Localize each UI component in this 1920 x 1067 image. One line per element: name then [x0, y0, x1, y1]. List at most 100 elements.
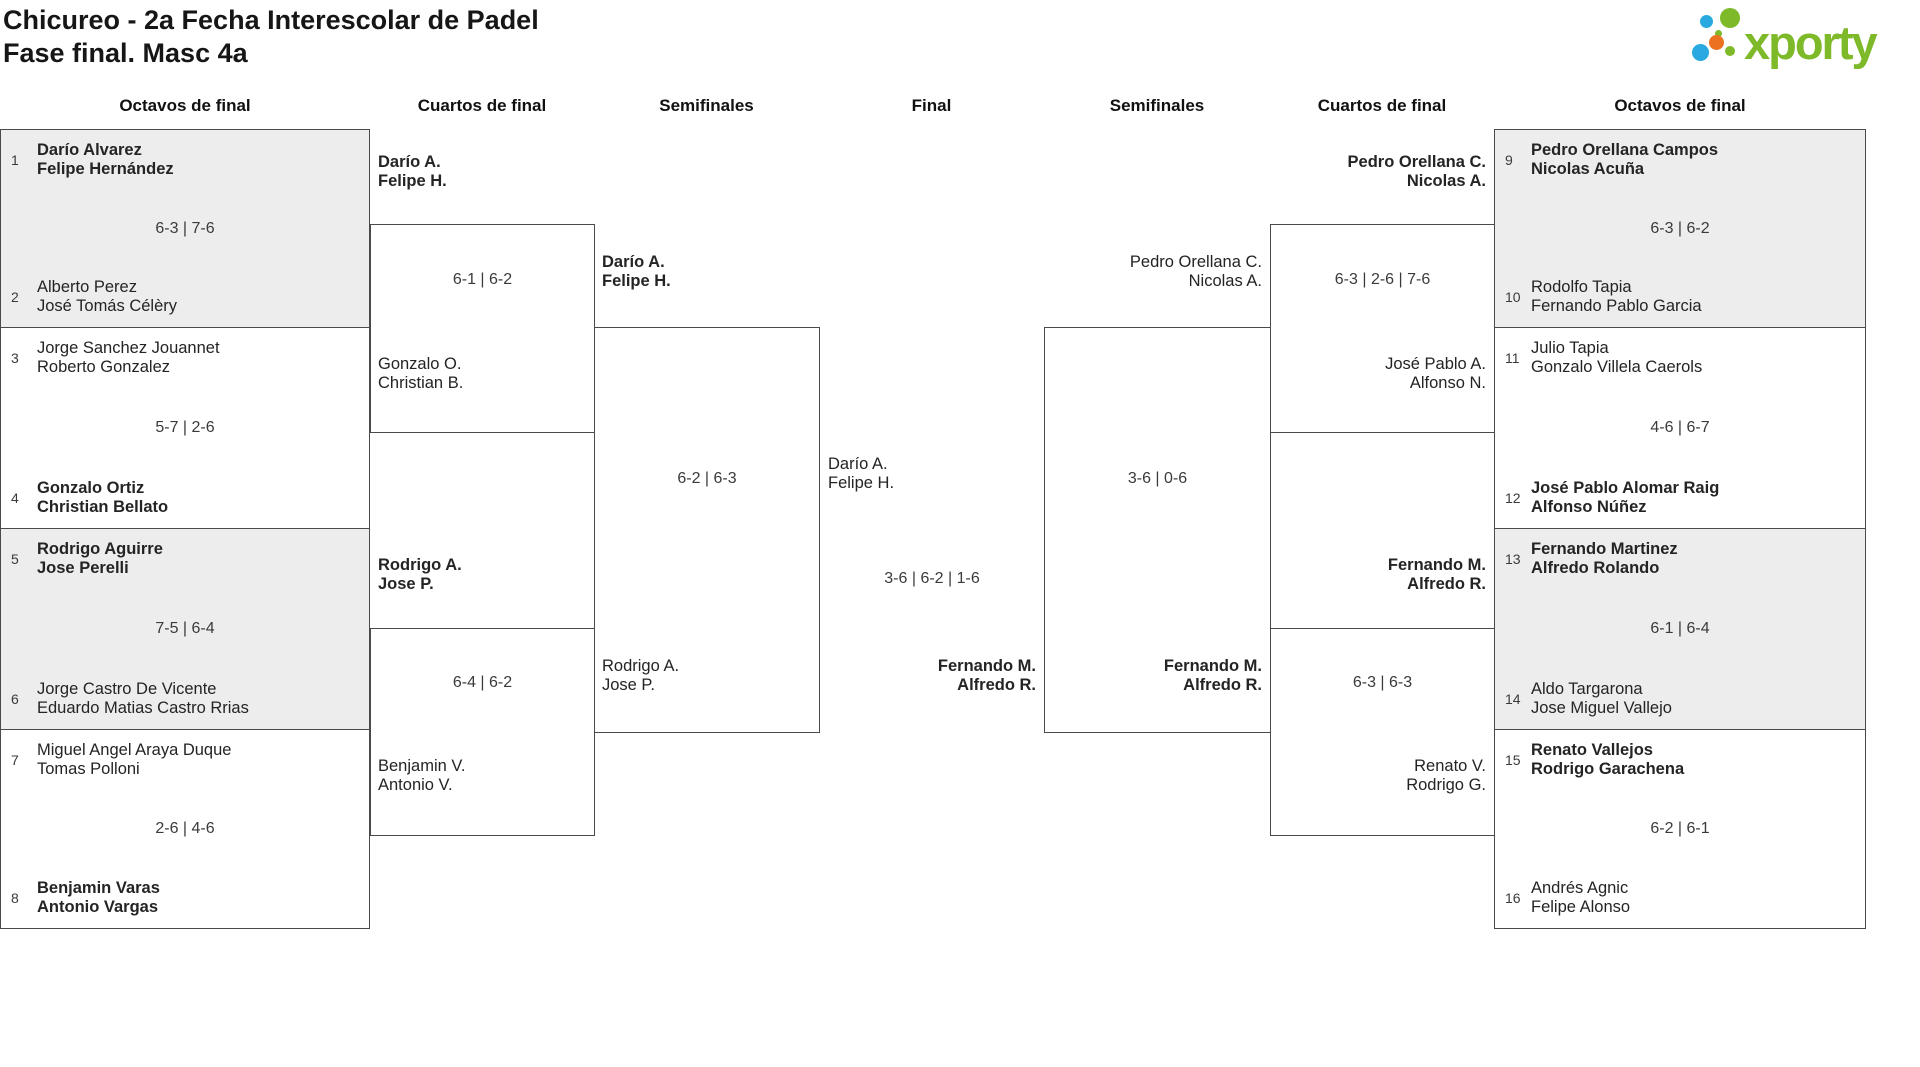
bracket-frame-cuartos-right-2 — [1270, 628, 1495, 836]
match-score: 7-5 | 6-4 — [155, 620, 215, 637]
seed-number: 1 — [11, 151, 19, 168]
match-score-cuartos-left-2: 6-4 | 6-2 — [452, 674, 513, 691]
player-name: Jose P. — [602, 676, 655, 694]
player-name: Eduardo Matias Castro Rrias — [37, 698, 249, 717]
match-score: 6-3 | 6-2 — [1650, 219, 1710, 237]
team-label-cuartos-right-2a: Fernando M. Alfredo R. — [1388, 556, 1486, 594]
player-name: Gonzalo O. — [378, 355, 462, 373]
player-name: Nicolas Acuña — [1531, 159, 1645, 178]
seed-number: 16 — [1505, 889, 1521, 906]
player-name: Jorge Sanchez Jouannet — [37, 339, 220, 357]
match-score-semi-left: 6-2 | 6-3 — [677, 470, 737, 487]
player-name: Julio Tapia — [1531, 339, 1609, 357]
match-score-cuartos-right-2: 6-3 | 6-3 — [1352, 674, 1413, 691]
player-name: Rodolfo Tapia — [1531, 278, 1632, 296]
team-slot: 13 Fernando Martinez Alfredo Rolando — [1495, 540, 1859, 577]
seed-number: 2 — [11, 288, 19, 305]
player-name: Nicolas A. — [1406, 172, 1486, 190]
team-slot: 6 Jorge Castro De Vicente Eduardo Matias… — [1, 680, 363, 717]
player-name: Felipe H. — [828, 474, 895, 492]
team-label-cuartos-right-2b: Renato V. Rodrigo G. — [1406, 757, 1486, 795]
player-name: Alberto Perez — [37, 278, 137, 296]
player-name: Rodrigo Garachena — [1531, 759, 1685, 778]
team-names: Andrés Agnic Felipe Alonso — [1531, 879, 1630, 916]
bracket-frame-cuartos-left-1 — [370, 224, 595, 433]
player-name: Pedro Orellana C. — [1129, 253, 1262, 271]
player-name: Alfonso Núñez — [1531, 497, 1647, 516]
logo-dot-orange — [1709, 35, 1724, 50]
player-name: Fernando M. — [1387, 556, 1486, 574]
player-name: Pedro Orellana C. — [1347, 153, 1486, 171]
team-slot: 11 Julio Tapia Gonzalo Villela Caerols — [1495, 339, 1859, 376]
match-box-octavos-1: 1 Darío Alvarez Felipe Hernández 6-3 | 7… — [0, 129, 370, 328]
bracket-frame-semi-right — [1044, 327, 1271, 733]
round-header-semis-left: Semifinales — [659, 96, 754, 115]
player-name: Jose Perelli — [37, 558, 129, 577]
player-name: Alfredo Rolando — [1531, 558, 1660, 577]
team-names: Pedro Orellana Campos Nicolas Acuña — [1531, 141, 1718, 178]
player-name: Renato Vallejos — [1531, 741, 1653, 759]
team-label-cuartos-left-2a: Rodrigo A. Jose P. — [378, 556, 462, 594]
player-name: Antonio V. — [378, 776, 453, 794]
seed-number: 8 — [11, 889, 19, 906]
player-name: Darío Alvarez — [37, 141, 142, 159]
player-name: Aldo Targarona — [1531, 680, 1643, 698]
player-name: Darío A. — [828, 455, 888, 473]
player-name: Renato V. — [1414, 757, 1486, 775]
player-name: Rodrigo Aguirre — [37, 540, 163, 558]
seed-number: 11 — [1505, 349, 1520, 366]
seed-number: 12 — [1505, 489, 1521, 506]
match-score: 4-6 | 6-7 — [1650, 419, 1710, 436]
team-names: Renato Vallejos Rodrigo Garachena — [1531, 741, 1684, 778]
team-slot: 3 Jorge Sanchez Jouannet Roberto Gonzale… — [1, 339, 363, 376]
player-name: Felipe Hernández — [37, 159, 174, 178]
team-names: Darío Alvarez Felipe Hernández — [37, 141, 174, 178]
player-name: José Tomás Célèry — [37, 296, 178, 315]
team-slot: 12 José Pablo Alomar Raig Alfonso Núñez — [1495, 479, 1859, 516]
player-name: Christian Bellato — [37, 497, 169, 516]
player-name: Alfredo R. — [957, 676, 1036, 694]
seed-number: 13 — [1505, 550, 1521, 567]
player-name: Rodrigo A. — [378, 556, 462, 574]
player-name: Antonio Vargas — [37, 897, 159, 916]
player-name: Darío A. — [378, 153, 441, 171]
bracket-frame-cuartos-left-2 — [370, 628, 595, 836]
team-names: Benjamin Varas Antonio Vargas — [37, 879, 160, 916]
player-name: Fernando M. — [937, 657, 1036, 675]
match-score: 6-3 | 7-6 — [155, 219, 215, 237]
seed-number: 4 — [11, 489, 19, 506]
player-name: Jose Miguel Vallejo — [1531, 698, 1672, 717]
match-score-cuartos-left-1: 6-1 | 6-2 — [452, 271, 513, 288]
logo-dot-blue-small — [1700, 15, 1713, 28]
team-slot: 2 Alberto Perez José Tomás Célèry — [1, 278, 363, 315]
logo-dot-green-small — [1725, 46, 1735, 56]
player-name: Rodrigo A. — [602, 657, 680, 675]
match-box-octavos-8: 15 Renato Vallejos Rodrigo Garachena 6-2… — [1494, 729, 1866, 929]
team-slot: 1 Darío Alvarez Felipe Hernández — [1, 141, 363, 178]
seed-number: 15 — [1505, 751, 1521, 768]
team-label-semi-right-a: Pedro Orellana C. Nicolas A. — [1130, 253, 1262, 291]
match-score: 2-6 | 4-6 — [155, 820, 215, 837]
player-name: Gonzalo Villela Caerols — [1531, 357, 1703, 376]
team-label-final-a: Darío A. Felipe H. — [828, 455, 894, 493]
team-label-cuartos-right-1a: Pedro Orellana C. Nicolas A. — [1348, 153, 1486, 191]
team-names: Gonzalo Ortiz Christian Bellato — [37, 479, 168, 516]
round-header-semis-right: Semifinales — [1109, 96, 1205, 115]
match-box-octavos-3: 5 Rodrigo Aguirre Jose Perelli 7-5 | 6-4… — [0, 528, 370, 730]
team-label-cuartos-left-1b: Gonzalo O. Christian B. — [378, 355, 463, 393]
player-name: Gonzalo Ortiz — [37, 479, 145, 497]
player-name: Miguel Angel Araya Duque — [37, 741, 232, 759]
team-names: Alberto Perez José Tomás Célèry — [37, 278, 177, 315]
match-score: 6-1 | 6-4 — [1650, 620, 1710, 637]
player-name: Felipe Alonso — [1531, 897, 1631, 916]
seed-number: 10 — [1505, 288, 1521, 305]
team-label-cuartos-left-2b: Benjamin V. Antonio V. — [378, 757, 465, 795]
team-names: Aldo Targarona Jose Miguel Vallejo — [1531, 680, 1672, 717]
team-names: Miguel Angel Araya Duque Tomas Polloni — [37, 741, 231, 778]
player-name: Fernando Pablo Garcia — [1531, 296, 1702, 315]
match-score: 6-2 | 6-1 — [1650, 820, 1710, 837]
team-slot: 10 Rodolfo Tapia Fernando Pablo Garcia — [1495, 278, 1859, 315]
match-score-cuartos-right-1: 6-3 | 2-6 | 7-6 — [1334, 271, 1431, 288]
match-score-semi-right: 3-6 | 0-6 — [1127, 470, 1188, 487]
player-name: Alfredo R. — [1407, 575, 1486, 593]
